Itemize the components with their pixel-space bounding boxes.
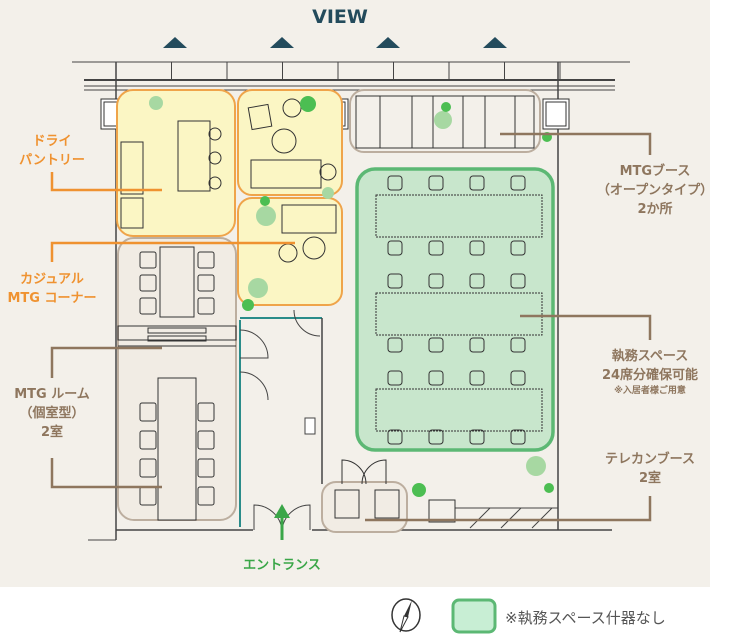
desk-chair bbox=[469, 337, 485, 353]
meeting-chair bbox=[139, 430, 157, 450]
label-casual-mtg: カジュアル MTG コーナー bbox=[7, 270, 96, 308]
chairs bbox=[139, 175, 526, 506]
desk-chair bbox=[387, 175, 403, 191]
label-note: ※入居者様ご用意 bbox=[614, 386, 686, 396]
meeting-chair bbox=[197, 251, 215, 269]
meeting-chair bbox=[197, 297, 215, 315]
casual-mtg-zone-upper bbox=[237, 89, 343, 196]
leader-lines bbox=[50, 132, 652, 522]
meeting-chair bbox=[197, 402, 215, 422]
desk-chair bbox=[510, 337, 526, 353]
meeting-chair bbox=[139, 297, 157, 315]
view-triangle-icon bbox=[483, 37, 507, 48]
compass-icon bbox=[391, 598, 421, 633]
desk-chair bbox=[469, 429, 485, 445]
meeting-chair bbox=[139, 402, 157, 422]
meeting-chair bbox=[139, 458, 157, 478]
desk-chair bbox=[387, 273, 403, 289]
desk-chair bbox=[387, 370, 403, 386]
view-arrows bbox=[163, 37, 507, 48]
meeting-chair bbox=[197, 274, 215, 292]
meeting-chair bbox=[197, 458, 215, 478]
desk-chair bbox=[469, 273, 485, 289]
label-line: 執務スペース bbox=[611, 349, 689, 364]
desk-chair bbox=[469, 240, 485, 256]
label-line: MTGブース bbox=[619, 164, 691, 179]
label-line: ドライ bbox=[32, 134, 72, 149]
label-line: 24席分確保可能 bbox=[601, 368, 699, 383]
label-line: （個室型） bbox=[19, 406, 85, 421]
furniture bbox=[117, 95, 543, 523]
label-line: MTG ルーム bbox=[14, 387, 90, 402]
legend-swatch bbox=[451, 598, 497, 634]
label-line: （オープンタイプ） bbox=[596, 183, 714, 198]
label-mtg-room: MTG ルーム （個室型） 2室 bbox=[14, 385, 90, 442]
hatch-line bbox=[531, 507, 553, 529]
view-label: VIEW bbox=[312, 6, 368, 28]
meeting-chair bbox=[197, 486, 215, 506]
desk-chair bbox=[469, 175, 485, 191]
label-telecon-booth: テレカンブース 2室 bbox=[605, 450, 695, 488]
desk-chair bbox=[510, 273, 526, 289]
desk-chair bbox=[428, 370, 444, 386]
desk-chair bbox=[428, 429, 444, 445]
hatch-line bbox=[469, 507, 491, 529]
meeting-chair bbox=[139, 251, 157, 269]
desk-chair bbox=[510, 370, 526, 386]
label-line: カジュアル bbox=[20, 272, 84, 287]
view-triangle-icon bbox=[376, 37, 400, 48]
entrance-arrow-icon bbox=[274, 504, 290, 540]
label-dry-pantry: ドライ パントリー bbox=[19, 132, 85, 170]
desk-chair bbox=[510, 175, 526, 191]
desk-chair bbox=[510, 429, 526, 445]
desk-chair bbox=[428, 175, 444, 191]
label-line: テレカンブース bbox=[605, 452, 695, 467]
label-line: 2室 bbox=[40, 425, 64, 440]
label-line: 2か所 bbox=[637, 202, 673, 217]
desk-chair bbox=[428, 240, 444, 256]
desk-chair bbox=[469, 370, 485, 386]
desk-chair bbox=[387, 429, 403, 445]
hatch-line bbox=[500, 507, 522, 529]
view-triangle-icon bbox=[163, 37, 187, 48]
label-line: MTG コーナー bbox=[7, 291, 97, 306]
desk-chair bbox=[510, 240, 526, 256]
desk-chair bbox=[428, 337, 444, 353]
work-space-zone bbox=[355, 167, 555, 452]
label-line: 2室 bbox=[638, 471, 662, 486]
desk-chair bbox=[428, 273, 444, 289]
legend-text: ※執務スペース什器なし bbox=[505, 609, 666, 627]
label-line: パントリー bbox=[19, 153, 85, 168]
desk-chair bbox=[387, 337, 403, 353]
label-entrance: エントランス bbox=[243, 558, 321, 573]
walls bbox=[72, 61, 630, 541]
label-mtg-booth: MTGブース （オープンタイプ） 2か所 bbox=[597, 162, 713, 219]
desk-chair bbox=[387, 240, 403, 256]
plants bbox=[149, 96, 554, 497]
view-triangle-icon bbox=[270, 37, 294, 48]
label-work-space: 執務スペース 24席分確保可能 ※入居者様ご用意 bbox=[602, 347, 698, 398]
meeting-chair bbox=[139, 274, 157, 292]
meeting-chair bbox=[197, 430, 215, 450]
